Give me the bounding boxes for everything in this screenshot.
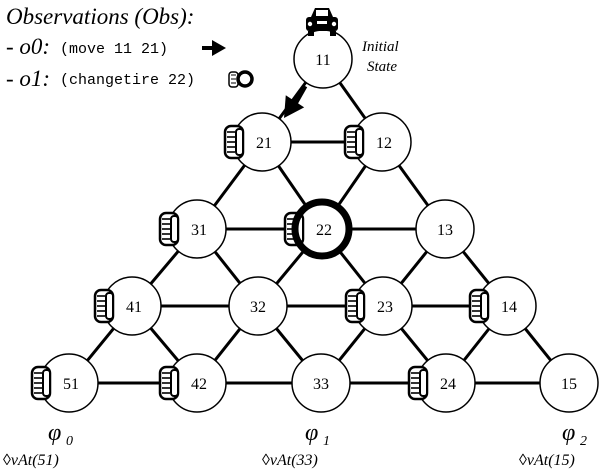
- node-15: 15: [539, 353, 599, 413]
- node-21: 21: [223, 112, 292, 172]
- obs-key-o0: - o0:: [6, 34, 50, 59]
- goal-phi0: φ 0 ◊vAt(51): [3, 420, 73, 469]
- node-label: 13: [437, 222, 453, 239]
- node-label: 51: [63, 376, 79, 393]
- goal-phi2-sub: 2: [580, 434, 587, 449]
- spare-tire-icon: [407, 365, 429, 401]
- node-circle: [291, 353, 351, 413]
- obs-action-o0: (move 11 21): [60, 41, 168, 58]
- node-layer: 11 21 12 31 22 13 41 32 23 14 51 42 33 24 15: [30, 29, 599, 413]
- goal-phi1-sub: 1: [323, 434, 330, 449]
- spare-tire-icon: [93, 288, 115, 324]
- node-11: 11: [293, 29, 353, 89]
- spare-tire-icon: [344, 288, 366, 324]
- node-24: 24: [407, 353, 476, 413]
- node-label: 41: [126, 299, 142, 316]
- node-label: 12: [376, 135, 392, 152]
- goal-phi2: φ 2 ◊vAt(15): [519, 420, 587, 469]
- obs-key-o1: - o1:: [6, 66, 50, 91]
- goal-phi0-symbol: φ: [48, 420, 61, 446]
- node-label: 31: [191, 222, 207, 239]
- node-14: 14: [468, 276, 537, 336]
- node-41: 41: [93, 276, 162, 336]
- initial-state-label: Initial State: [361, 39, 399, 75]
- spare-tire-icon: [343, 124, 365, 160]
- spare-tire-icon: [30, 365, 52, 401]
- node-label: 23: [377, 299, 393, 316]
- obs-action-o1: (changetire 22): [60, 72, 195, 89]
- node-22: 22: [283, 198, 353, 260]
- changetire-ring: [291, 198, 353, 260]
- node-13: 13: [415, 199, 475, 259]
- goal-phi2-text: ◊vAt(15): [519, 452, 575, 469]
- goal-phi1-symbol: φ: [305, 420, 318, 446]
- goal-phi2-symbol: φ: [562, 420, 575, 446]
- node-label: 21: [256, 135, 272, 152]
- initial-state-line2: State: [367, 59, 397, 75]
- node-42: 42: [158, 353, 227, 413]
- node-circle: [228, 276, 288, 336]
- observations-legend: Observations (Obs): - o0: (move 11 21) -…: [6, 4, 254, 91]
- spare-tire-icon: [158, 211, 180, 247]
- node-12: 12: [343, 112, 412, 172]
- node-label: 11: [315, 52, 330, 69]
- goal-phi1: φ 1 ◊vAt(33): [262, 420, 330, 469]
- legend-title: Observations (Obs):: [6, 4, 194, 29]
- goal-phi0-sub: 0: [66, 434, 73, 449]
- goal-phi1-text: ◊vAt(33): [262, 452, 318, 469]
- goal-phi0-text: ◊vAt(51): [3, 452, 59, 469]
- initial-state-line1: Initial: [361, 39, 399, 55]
- node-label: 14: [501, 299, 517, 316]
- node-31: 31: [158, 199, 227, 259]
- node-32: 32: [228, 276, 288, 336]
- spare-tire-icon: [158, 365, 180, 401]
- arrow-icon: [202, 40, 226, 56]
- node-51: 51: [30, 353, 99, 413]
- node-circle: [539, 353, 599, 413]
- node-label: 24: [440, 376, 456, 393]
- node-label: 15: [561, 376, 577, 393]
- node-23: 23: [344, 276, 413, 336]
- spare-tire-icon: [468, 288, 490, 324]
- move-observation-arrow: [284, 84, 308, 118]
- node-label: 42: [191, 376, 207, 393]
- ring-icon: [236, 70, 254, 88]
- node-33: 33: [291, 353, 351, 413]
- car-icon: [306, 8, 338, 36]
- node-circle: [415, 199, 475, 259]
- node-label: 32: [250, 299, 266, 316]
- move-arrowhead: [284, 95, 305, 118]
- node-label: 33: [313, 376, 329, 393]
- spare-tire-icon: [223, 124, 245, 160]
- node-label: 22: [316, 222, 332, 239]
